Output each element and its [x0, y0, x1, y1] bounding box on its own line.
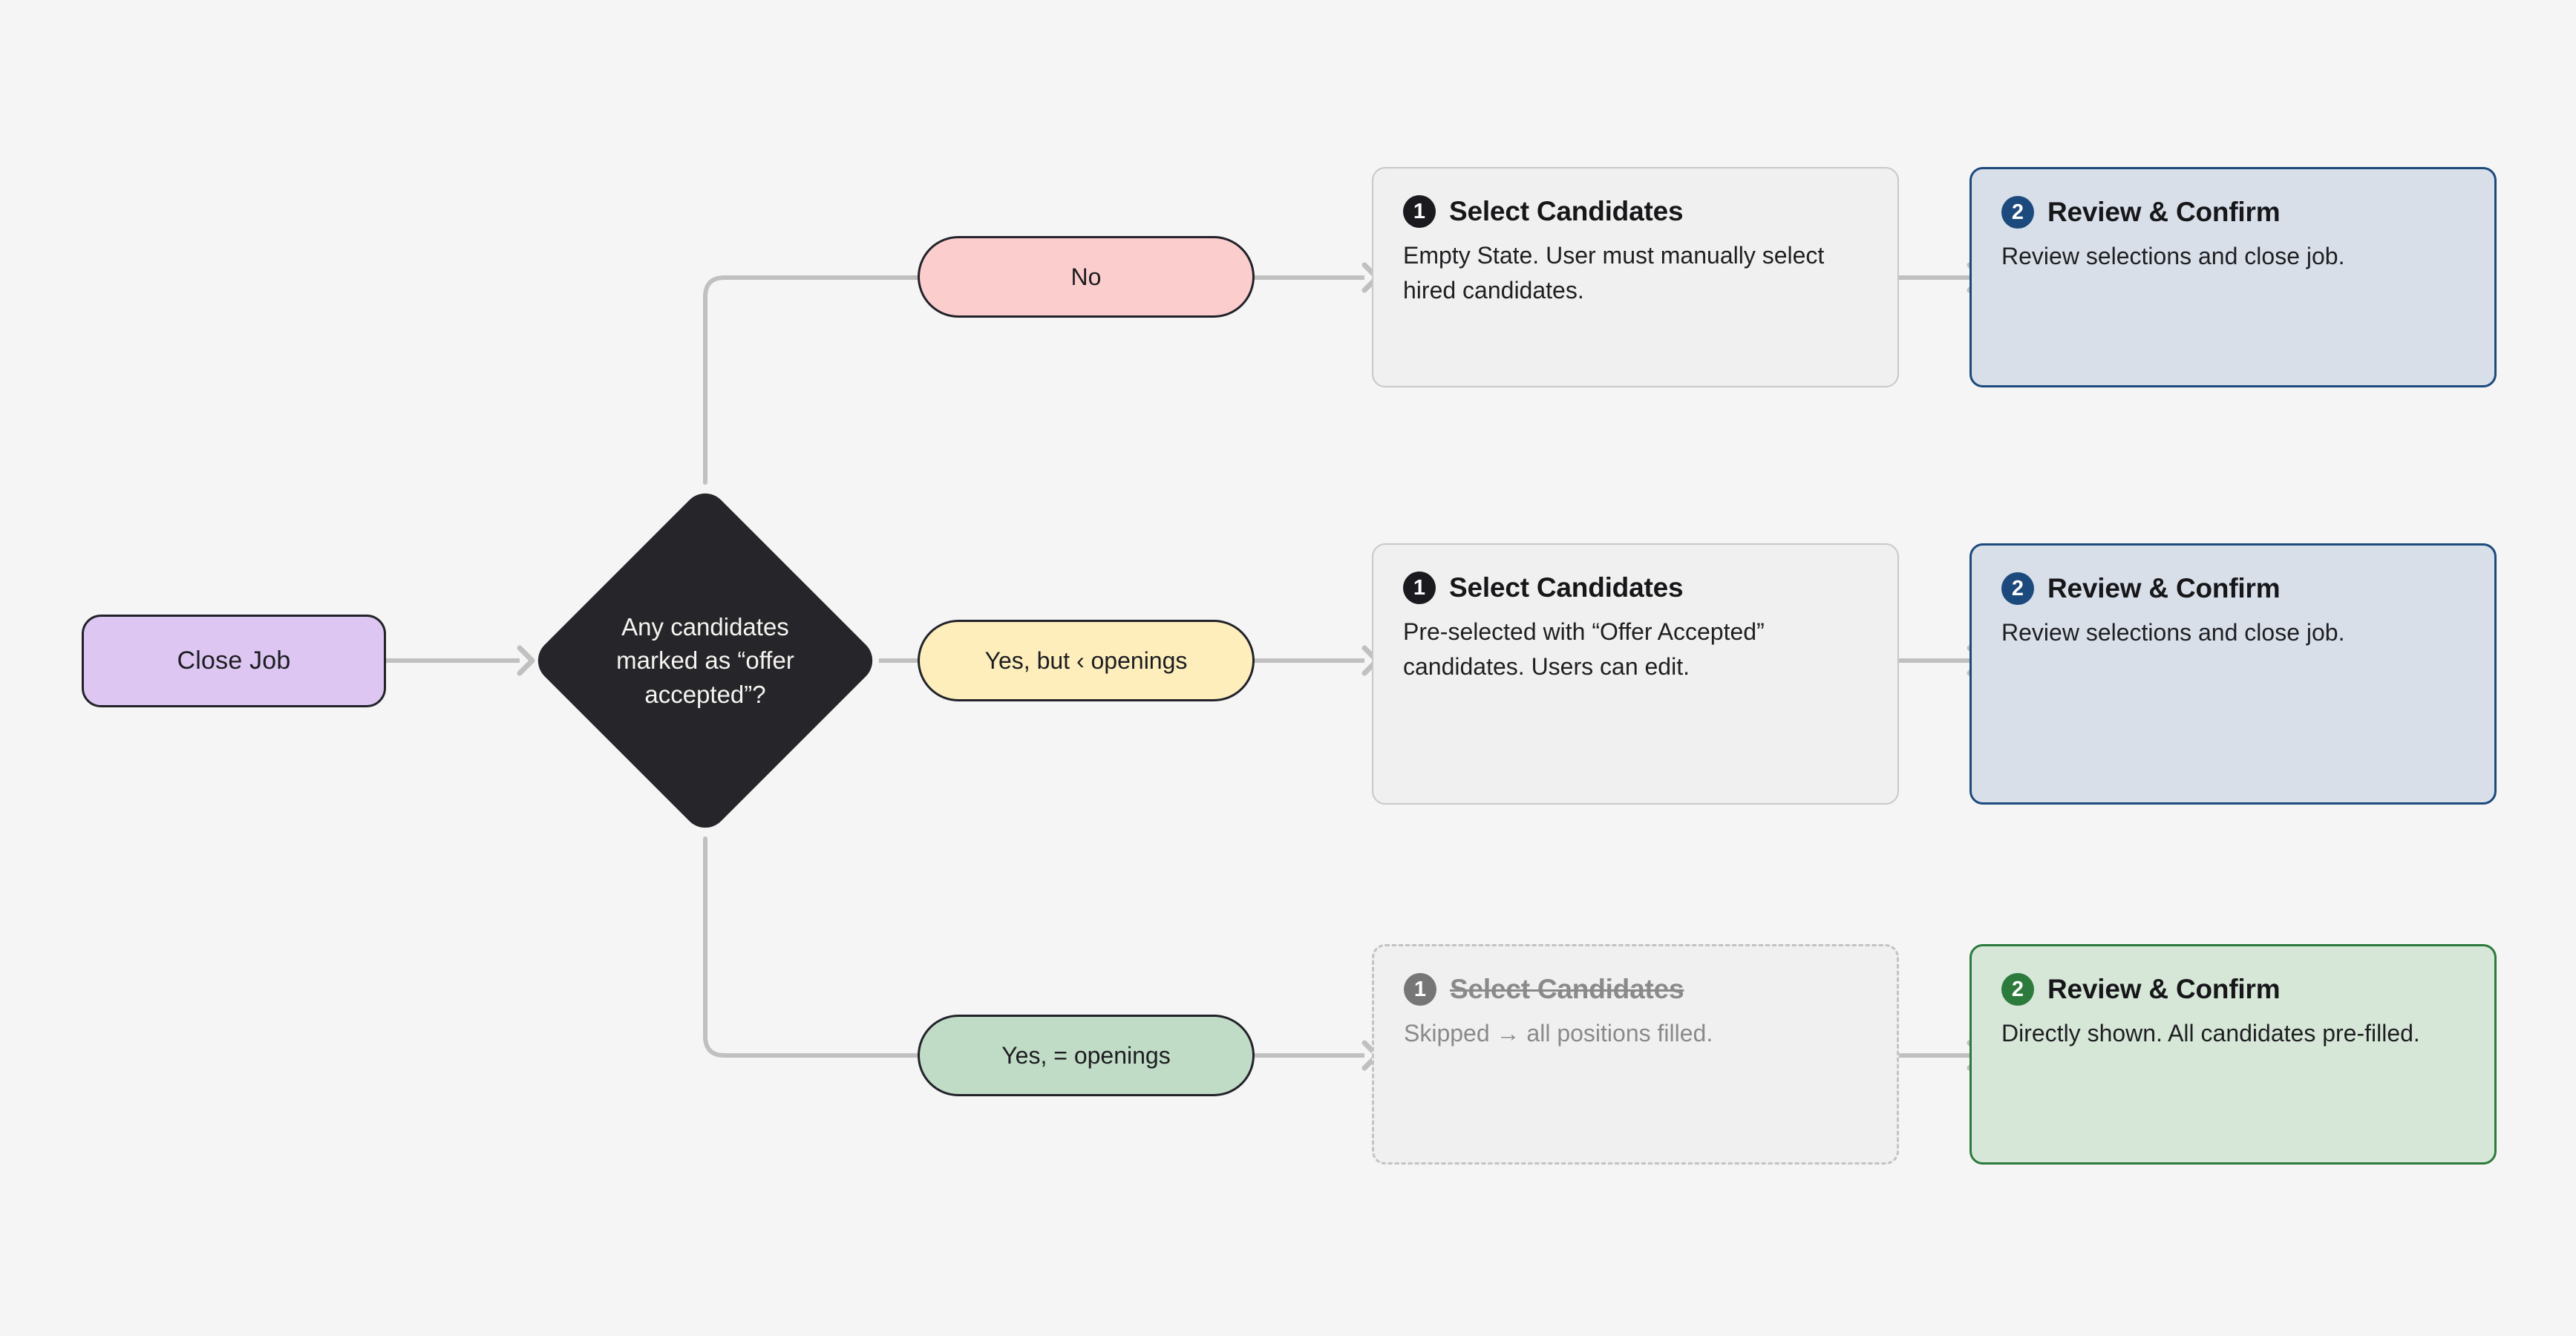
node-decision-label: Any candidates marked as “offer accepted… — [616, 612, 794, 708]
card-body: Skipped → all positions filled. — [1404, 1020, 1713, 1047]
branch-label-full[interactable]: Yes, = openings — [918, 1015, 1255, 1096]
card-title: Select Candidates — [1450, 974, 1684, 1004]
edge-branch-full-to-step1 — [1255, 1043, 1377, 1068]
node-decision-offer-accepted[interactable]: Any candidates marked as “offer accepted… — [529, 484, 882, 837]
edge-decision-to-branch-full — [703, 836, 920, 1058]
card-header: 1 Select Candidates — [1404, 973, 1867, 1006]
node-close-job[interactable]: Close Job — [82, 615, 386, 707]
step-badge-2: 2 — [2001, 572, 2034, 605]
card-title: Review & Confirm — [2047, 974, 2281, 1004]
card-header: 1 Select Candidates — [1403, 195, 1868, 228]
step-badge-2: 2 — [2001, 196, 2034, 229]
edge-decision-to-branch-no — [703, 275, 920, 485]
branch-label-no[interactable]: No — [918, 236, 1255, 318]
edge-branch-partial-to-step1 — [1255, 648, 1377, 673]
card-row-full-step2[interactable]: 2 Review & Confirm Directly shown. All c… — [1969, 944, 2497, 1165]
card-header: 2 Review & Confirm — [2001, 196, 2465, 229]
card-body: Pre-selected with “Offer Accepted” candi… — [1403, 618, 1765, 680]
card-title: Review & Confirm — [2047, 573, 2281, 603]
card-body: Directly shown. All candidates pre-fille… — [2001, 1020, 2420, 1047]
step-badge-1: 1 — [1403, 195, 1436, 228]
edge-branch-no-to-step1 — [1255, 265, 1377, 290]
step-badge-1: 1 — [1403, 572, 1436, 604]
step-badge-2: 2 — [2001, 973, 2034, 1006]
branch-label-partial-text: Yes, but ‹ openings — [984, 646, 1188, 674]
step-badge-1: 1 — [1404, 973, 1436, 1006]
edge-start-to-decision — [386, 648, 532, 673]
card-row-no-step1[interactable]: 1 Select Candidates Empty State. User mu… — [1372, 167, 1899, 387]
node-close-job-label: Close Job — [177, 646, 291, 675]
card-body: Review selections and close job. — [2001, 619, 2345, 646]
card-header: 1 Select Candidates — [1403, 572, 1868, 604]
card-body: Empty State. User must manually select h… — [1403, 242, 1825, 304]
branch-label-partial[interactable]: Yes, but ‹ openings — [918, 620, 1255, 701]
card-header: 2 Review & Confirm — [2001, 973, 2465, 1006]
card-row-partial-step2[interactable]: 2 Review & Confirm Review selections and… — [1969, 543, 2497, 805]
card-title: Select Candidates — [1449, 572, 1684, 603]
branch-label-no-text: No — [1070, 263, 1102, 290]
card-body: Review selections and close job. — [2001, 243, 2345, 269]
card-title: Review & Confirm — [2047, 197, 2281, 227]
card-row-partial-step1[interactable]: 1 Select Candidates Pre-selected with “O… — [1372, 543, 1899, 805]
card-row-no-step2[interactable]: 2 Review & Confirm Review selections and… — [1969, 167, 2497, 387]
card-header: 2 Review & Confirm — [2001, 572, 2465, 605]
branch-label-full-text: Yes, = openings — [1001, 1041, 1171, 1069]
card-row-full-step1-skipped[interactable]: 1 Select Candidates Skipped → all positi… — [1372, 944, 1899, 1165]
card-title: Select Candidates — [1449, 196, 1684, 226]
